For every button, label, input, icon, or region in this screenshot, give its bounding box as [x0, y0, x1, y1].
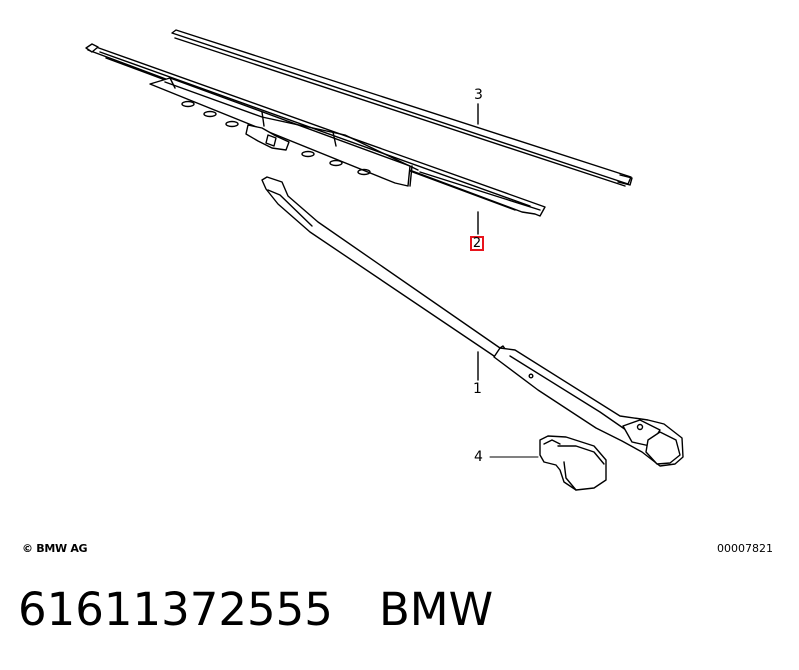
- callout-2-blade[interactable]: 2: [470, 236, 484, 251]
- copyright-text: © BMW AG: [22, 542, 88, 555]
- wiper-arm: [261, 176, 684, 467]
- drawing-number: 00007821: [717, 542, 773, 555]
- wiper-blade: [85, 43, 546, 217]
- part-caption: 61611372555 BMW: [18, 584, 493, 636]
- callout-4-cap: 4: [474, 449, 483, 465]
- wiper-arm-cap: [539, 435, 607, 491]
- callout-1-arm: 1: [473, 381, 482, 397]
- part-number: 61611372555: [18, 583, 333, 636]
- callout-3-refill: 3: [474, 87, 483, 103]
- part-brand: BMW: [378, 583, 494, 636]
- wiper-refill-strip: [171, 29, 633, 187]
